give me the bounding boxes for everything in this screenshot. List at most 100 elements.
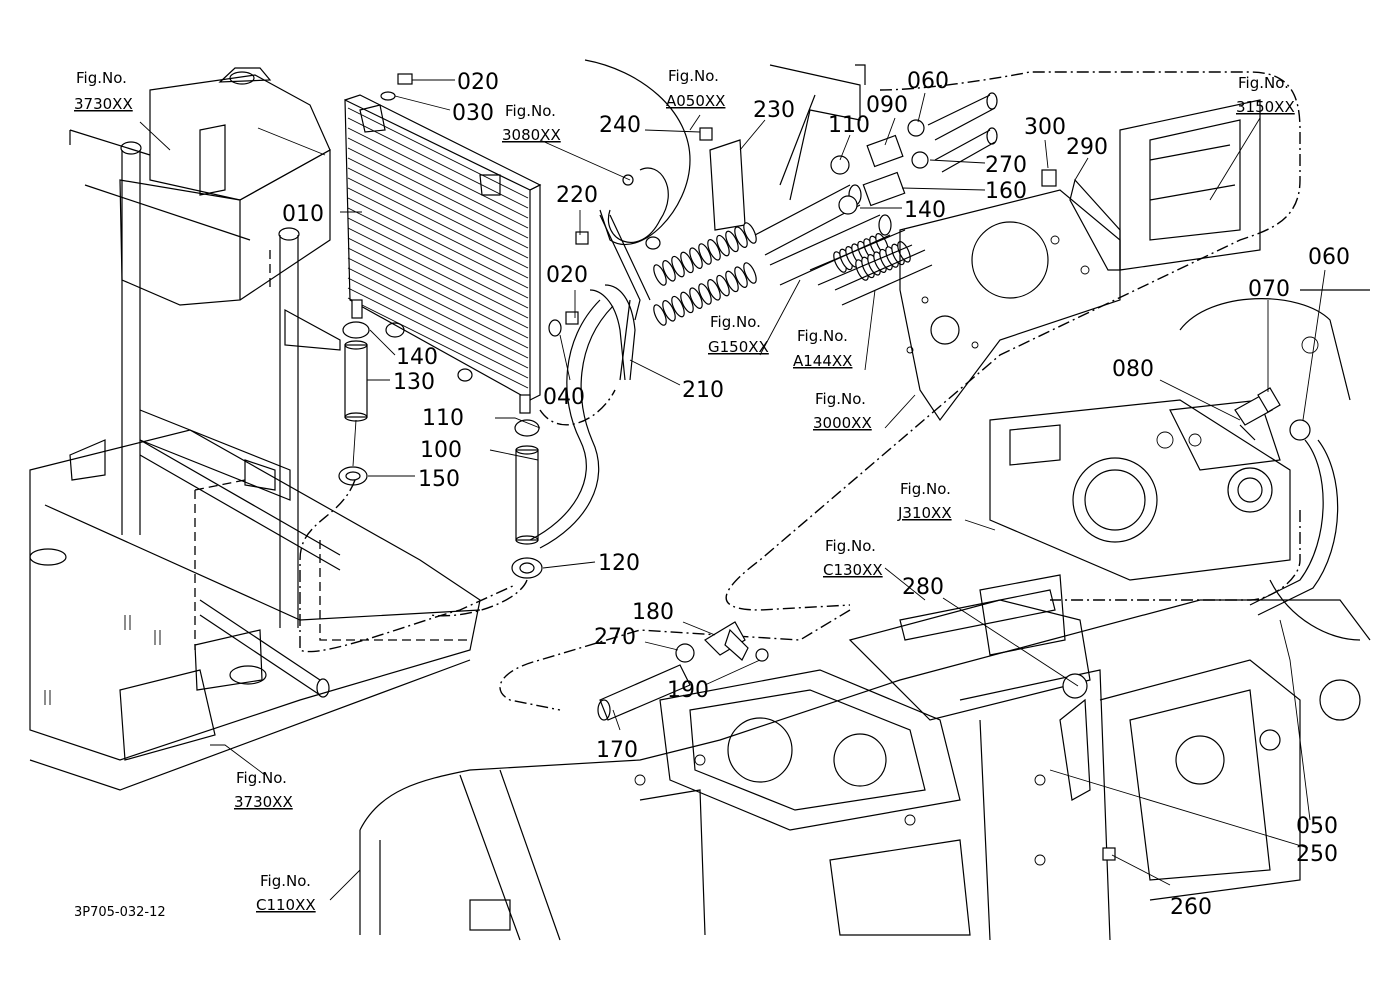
part-label: 060 [1308,245,1350,270]
fig-ref-label: Fig.No. [76,69,127,87]
fig-ref-label: Fig.No. [815,390,866,408]
oil-cooler-010-drawing [344,94,542,414]
upper-hose-assembly-drawing [529,59,1121,549]
cooler-fin [347,157,529,249]
part-label: 280 [902,575,944,600]
fig-ref-code: G150XX [708,338,769,356]
hose-spring-coil [662,300,676,322]
part-label: 020 [546,263,588,288]
leader-lines [139,79,1326,901]
fig-ref-code: C130XX [823,561,883,579]
fig-reference-labels: Fig.No. 3730XX Fig.No. 3080XX Fig.No. A0… [74,67,1295,914]
route-line-2 [429,579,528,617]
cooler-fin [347,237,529,329]
radiator-frame-drawing [29,67,481,791]
hose-spring-coil [662,260,676,282]
fig-ref-code: J310XX [897,504,952,522]
part-label: 010 [282,202,324,227]
cooler-fin [347,247,529,339]
part-label: 110 [422,406,464,431]
cooler-fin [347,267,529,359]
part-label: 060 [907,69,949,94]
part-label: 250 [1296,842,1338,867]
part-label: 190 [667,678,709,703]
hose-spring-coil [725,230,739,253]
dashed-outline-right [1050,510,1301,601]
hose-spring-coil [743,262,757,284]
part-label: 210 [682,378,724,403]
fig-ref-label: Fig.No. [900,480,951,498]
hose-spring-coil [653,264,667,286]
part-label: 290 [1066,135,1108,160]
hose-spring-coil [743,222,757,244]
route-line-3 [539,389,616,426]
part-label: 180 [632,600,674,625]
part-label: 090 [866,93,908,118]
part-label: 120 [598,551,640,576]
part-label: 260 [1170,895,1212,920]
part-label: 170 [596,738,638,763]
dashed-outline-top [725,71,1301,611]
part-label: 070 [1248,277,1290,302]
part-label: 220 [556,183,598,208]
hose-spring-coil [680,251,694,274]
cooler-fin [347,287,529,379]
part-label: 230 [753,98,795,123]
hose-spring-coil [671,255,685,278]
hose-spring-coil [734,226,748,248]
cooler-fin [347,227,529,319]
part-label: 130 [393,370,435,395]
hose-spring-coil [707,239,721,261]
fig-ref-code: 3080XX [502,126,561,144]
fig-ref-label: Fig.No. [1238,74,1289,92]
fig-ref-label: Fig.No. [260,872,311,890]
fig-ref-code: A050XX [666,92,725,110]
fig-ref-code: 3000XX [813,414,872,432]
cooler-fin [347,217,529,309]
cooler-fin [347,257,529,349]
hose-spring-coil [725,270,739,293]
part-label: 040 [543,385,585,410]
cooler-fin [347,207,529,299]
part-label: 050 [1296,814,1338,839]
part-label: 110 [828,113,870,138]
hose-spring-coil [698,283,712,305]
fig-ref-label: Fig.No. [505,102,556,120]
fig-ref-code: A144XX [793,352,852,370]
hose-130-150-drawing [338,321,370,486]
hose-spring-coil [680,291,694,314]
fig-ref-code: 3730XX [74,95,133,113]
hose-100-120-drawing [511,419,543,579]
part-label: 270 [985,153,1027,178]
drawing-code: 3P705-032-12 [74,905,166,920]
hose-spring-coil [707,279,721,301]
dashed-outline-mid [499,609,851,711]
engine-block-drawing [899,99,1370,616]
part-label: 270 [594,625,636,650]
cooler-fin [347,277,529,369]
cooler-fin [347,187,529,279]
fig-ref-label: Fig.No. [825,537,876,555]
hose-spring-coil [671,295,685,318]
part-label: 300 [1024,115,1066,140]
part-label: 240 [599,113,641,138]
hose-spring-coil [716,234,730,257]
hose-spring-coil [689,247,703,269]
cooler-fin [347,147,529,239]
fig-ref-label: Fig.No. [797,327,848,345]
fitting-170-180-190-drawing [597,621,769,721]
part-label: 160 [985,179,1027,204]
part-number-labels: 020 030 010 140 130 110 100 150 120 040 … [282,69,1350,920]
fig-ref-code: 3150XX [1236,98,1295,116]
hose-spring-coil [716,274,730,297]
cooler-fin [347,167,529,259]
cooler-fin [347,137,529,229]
cooler-fin [347,177,529,269]
hose-spring-coil [653,304,667,326]
route-line-1 [299,479,516,653]
part-label: 150 [418,467,460,492]
part-label: 080 [1112,357,1154,382]
cooler-fin [347,127,529,219]
part-label: 030 [452,101,494,126]
